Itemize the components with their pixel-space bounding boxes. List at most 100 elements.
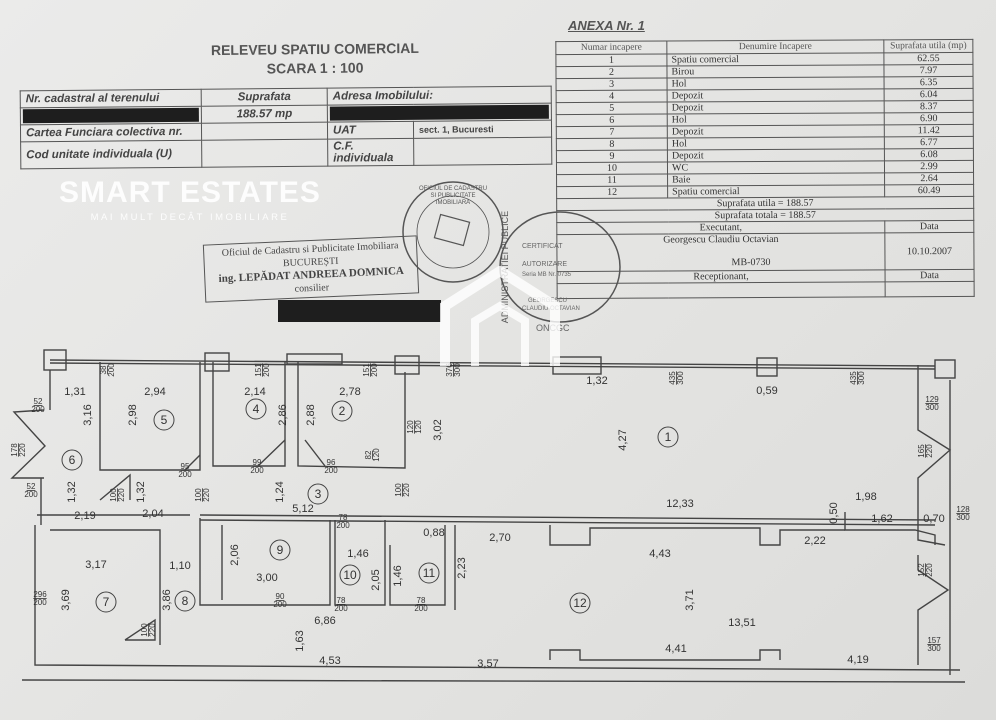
dimension-label: 4,43 <box>649 548 670 560</box>
opening-height: 220 <box>18 443 27 457</box>
opening-height: 300 <box>927 644 941 653</box>
opening-height: 220 <box>402 483 411 497</box>
opening-width: 129 <box>925 395 939 404</box>
room-number: 8 <box>182 594 189 608</box>
dimension-label: 4,19 <box>847 654 868 666</box>
opening-height: 220 <box>925 563 934 577</box>
opening-width: 100 <box>109 488 118 502</box>
room-number: 1 <box>665 430 672 444</box>
round-stamp-2-ring: ADMINISTRATIEI PUBLICE <box>500 211 510 323</box>
opening-height: 200 <box>178 470 192 479</box>
room-circle <box>339 564 361 586</box>
dimension-label: 2,86 <box>277 404 289 425</box>
dimension-label: 0,50 <box>828 502 840 523</box>
opening-width: 78 <box>417 596 426 605</box>
room-circle <box>657 426 679 448</box>
room-marker: 6 <box>61 449 83 471</box>
floor-plan-walls <box>10 349 966 683</box>
dimension-label: 3,86 <box>161 589 173 610</box>
room-circle <box>245 398 267 420</box>
opening-height: 200 <box>250 466 264 475</box>
dimension-label: 1,32 <box>135 481 147 502</box>
room-circle <box>174 590 196 612</box>
round-stamp-2-l1: CERTIFICAT <box>522 243 563 250</box>
room-marker: 9 <box>269 539 291 561</box>
opening-width: 78 <box>339 513 348 522</box>
opening-width: 157 <box>927 636 941 645</box>
room-number: 6 <box>69 453 76 467</box>
room-marker: 1 <box>657 426 679 448</box>
dimension-label: 1,98 <box>855 491 876 503</box>
opening-width: 96 <box>327 458 336 467</box>
room-circle <box>153 409 175 431</box>
room-marker: 7 <box>95 591 117 613</box>
room-circle <box>61 449 83 471</box>
opening-height: 220 <box>202 488 211 502</box>
opening-width: 38 <box>99 365 108 374</box>
opening-width: 100 <box>394 483 403 497</box>
opening-width: 100 <box>140 623 149 637</box>
opening-height: 200 <box>33 598 47 607</box>
dimension-label: 1,62 <box>871 513 892 525</box>
dimension-label: 3,71 <box>684 589 696 610</box>
room-circle <box>418 562 440 584</box>
opening-width: 82 <box>364 450 373 459</box>
room-number: 7 <box>103 595 110 609</box>
dimension-label: 1,10 <box>169 560 190 572</box>
dimension-label: 2,70 <box>489 532 510 544</box>
annex-title: ANEXA Nr. 1 <box>568 18 645 33</box>
room-number: 9 <box>277 543 284 557</box>
dimension-label: 2,05 <box>370 569 382 590</box>
dimension-label: 2,98 <box>127 404 139 425</box>
dimension-label: 2,88 <box>305 404 317 425</box>
room-number: 10 <box>343 568 357 582</box>
opening-width: 95 <box>181 462 190 471</box>
dimension-label: 5,12 <box>292 503 313 515</box>
opening-width: 99 <box>253 458 262 467</box>
room-number: 12 <box>573 596 587 610</box>
dimension-label: 1,46 <box>347 548 368 560</box>
room-number: 4 <box>253 402 260 416</box>
opening-width: 435 <box>849 371 858 385</box>
opening-height: 200 <box>31 405 45 414</box>
room-marker: 4 <box>245 398 267 420</box>
opening-height: 300 <box>857 371 866 385</box>
house-logo-icon <box>440 266 560 366</box>
dimension-label: 3,69 <box>60 589 72 610</box>
opening-height: 220 <box>148 623 157 637</box>
opening-width: 152 <box>917 563 926 577</box>
room-circle <box>331 400 353 422</box>
opening-width: 435 <box>668 371 677 385</box>
watermark-brand: SMART ESTATES <box>59 176 321 209</box>
opening-width: 90 <box>276 592 285 601</box>
smart-estates-watermark: SMART ESTATES MAI MULT DECÂT IMOBILIARE <box>40 176 340 223</box>
opening-height: 200 <box>370 363 379 377</box>
dimension-label: 0,59 <box>756 385 777 397</box>
opening-height: 220 <box>925 444 934 458</box>
dimension-label: 2,22 <box>804 535 825 547</box>
dimension-label: 1,32 <box>66 481 78 502</box>
dimension-label: 3,16 <box>82 404 94 425</box>
dimension-label: 0,88 <box>423 527 444 539</box>
room-circle <box>269 539 291 561</box>
room-number: 11 <box>423 566 436 580</box>
